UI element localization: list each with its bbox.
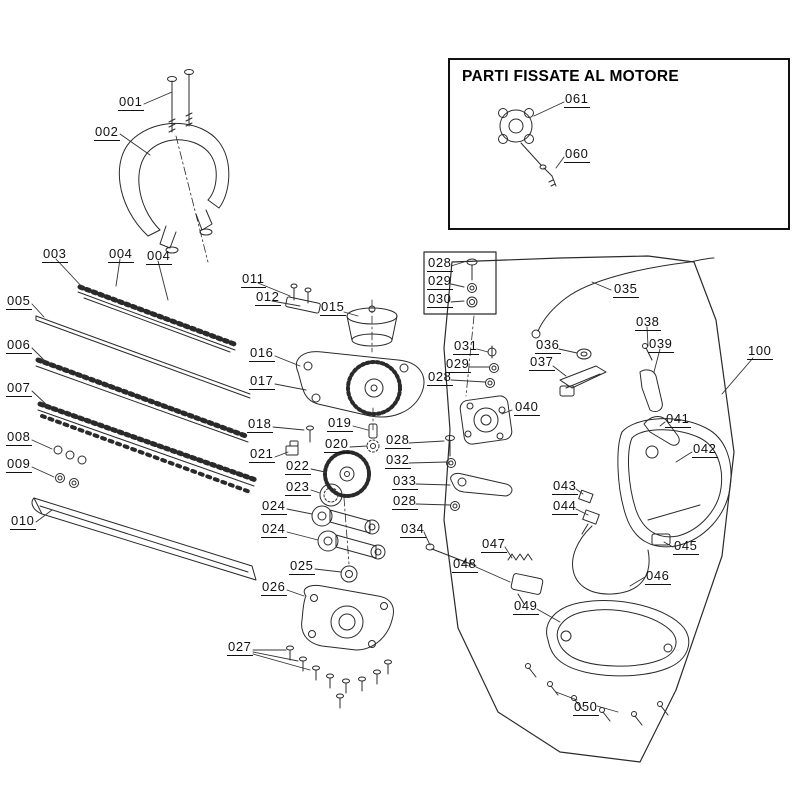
part-042-housing-drawing bbox=[617, 418, 732, 548]
part-041-lever-drawing bbox=[643, 416, 680, 446]
part-027-screws-drawing bbox=[286, 645, 392, 709]
part-033-lever-drawing bbox=[450, 473, 513, 511]
part-044-contact-drawing bbox=[581, 509, 600, 535]
part-047-spring-drawing bbox=[507, 553, 533, 561]
part-043-contact-drawing bbox=[578, 489, 594, 504]
part-048-trigger-drawing bbox=[510, 573, 544, 605]
part-015-cup-drawing bbox=[346, 305, 398, 347]
part-040-adapter-drawing bbox=[459, 395, 513, 445]
part-045-terminal-drawing bbox=[651, 533, 671, 546]
part-035-cable-drawing bbox=[531, 257, 715, 339]
center-lines bbox=[175, 135, 475, 565]
part-018-screw-drawing bbox=[306, 425, 314, 443]
part-001-screws-drawing bbox=[167, 69, 194, 133]
part-061-mount-drawing bbox=[498, 108, 542, 166]
part-038-pin-drawing bbox=[642, 343, 653, 361]
part-011-bracket-drawing bbox=[285, 283, 321, 314]
part-009-nuts-drawing bbox=[55, 473, 79, 488]
inset-title: PARTI FISSATE AL MOTORE bbox=[462, 68, 680, 85]
part-036-part-drawing bbox=[576, 348, 592, 360]
part-006-blade-drawing bbox=[35, 357, 249, 443]
part-021-block-drawing bbox=[285, 440, 299, 456]
machine-outline-drawing bbox=[443, 255, 735, 763]
part-024-links-drawing bbox=[311, 505, 386, 560]
part-025-bearing-drawing bbox=[340, 565, 358, 583]
part-010-cover-drawing bbox=[31, 497, 257, 581]
part-049-housing-drawing bbox=[546, 599, 690, 677]
part-060-screw-drawing bbox=[539, 164, 557, 187]
part-022-gear-drawing bbox=[323, 450, 371, 498]
part-002-handle-drawing bbox=[118, 122, 230, 254]
part-026-plate-drawing bbox=[301, 585, 394, 651]
part-037-bracket-drawing bbox=[559, 365, 607, 397]
part-007-blade-drawing bbox=[37, 401, 259, 494]
part-005-bar-drawing bbox=[35, 315, 251, 399]
part-032-bolt-drawing bbox=[445, 435, 456, 468]
part-034-bolt-drawing bbox=[425, 543, 477, 567]
part-023-ring-drawing bbox=[319, 483, 343, 507]
part-016-gearcase-drawing bbox=[296, 351, 425, 418]
part-003-blade-drawing bbox=[77, 284, 240, 353]
leader-lines bbox=[31, 91, 754, 713]
part-039-lever-drawing bbox=[639, 369, 663, 413]
part-050-screws-drawing bbox=[525, 663, 669, 726]
inset-box: PARTI FISSATE AL MOTORE bbox=[448, 58, 790, 230]
part-046-wire-drawing bbox=[572, 525, 650, 595]
part-008-washers-drawing bbox=[53, 445, 87, 465]
